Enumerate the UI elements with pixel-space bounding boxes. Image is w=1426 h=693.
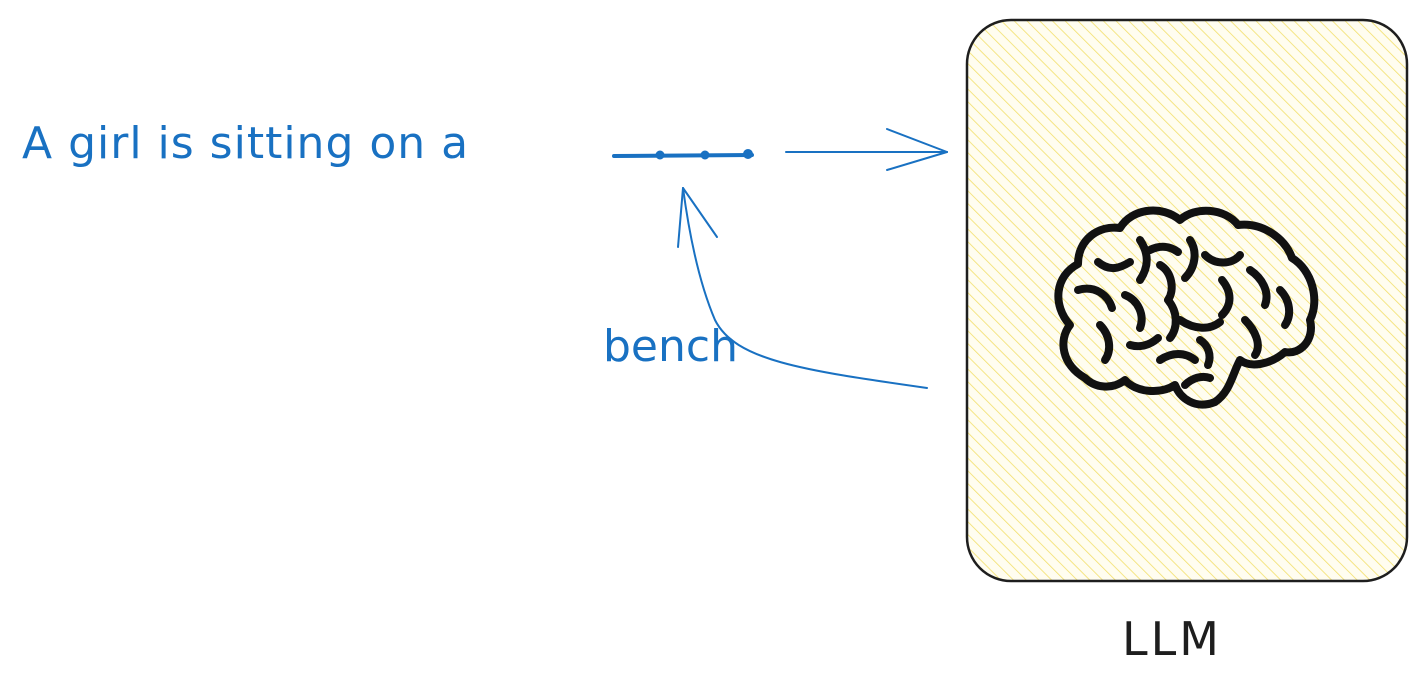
brain-icon [1054, 206, 1319, 409]
answer-word: bench [603, 321, 738, 372]
llm-label: LLM [1122, 612, 1222, 666]
blank-placeholder [612, 149, 754, 160]
prompt-sentence: A girl is sitting on a [22, 118, 469, 169]
input-arrow [785, 128, 948, 171]
output-arrow [677, 187, 928, 389]
llm-box [965, 18, 1409, 583]
